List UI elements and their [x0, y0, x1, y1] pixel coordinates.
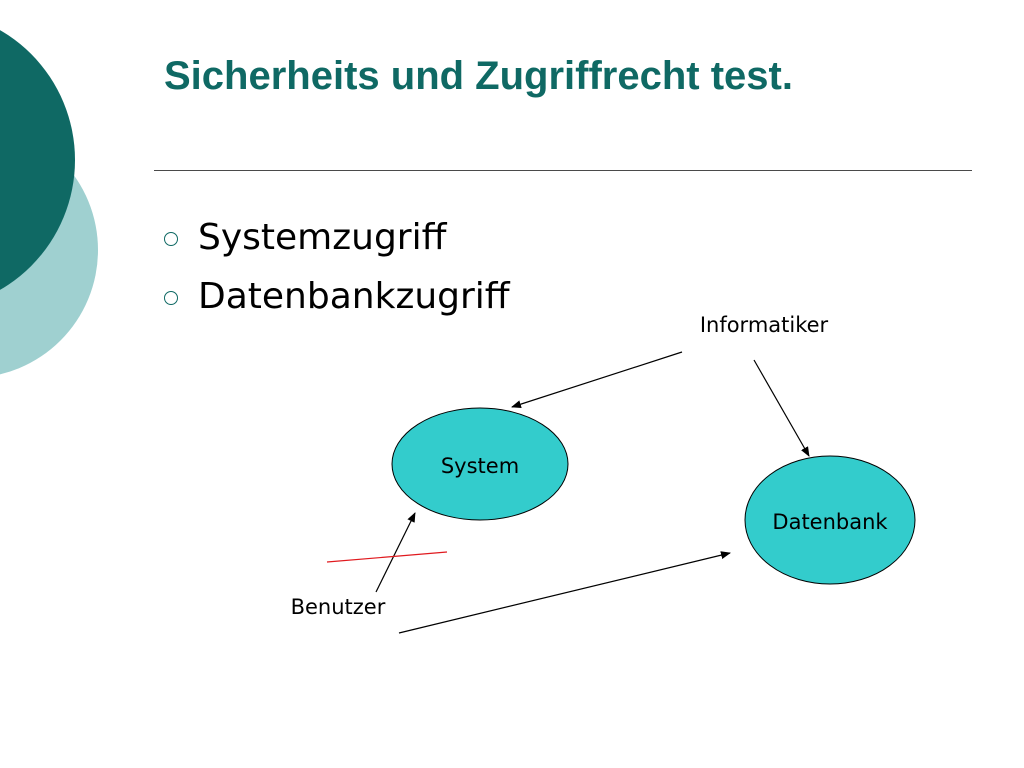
bullet-item: Datenbankzugriff	[164, 267, 510, 326]
title-divider	[154, 170, 972, 171]
bullet-item: Systemzugriff	[164, 208, 510, 267]
bullet-text: Systemzugriff	[198, 217, 447, 258]
edge-informatiker-datenbank	[753, 359, 810, 457]
slide-title: Sicherheits und Zugriffrecht test.	[164, 54, 793, 98]
bullet-list: Systemzugriff Datenbankzugriff	[164, 208, 510, 326]
edge-benutzer-system	[375, 512, 416, 593]
informatiker-label: Informatiker	[700, 313, 829, 337]
datenbank-node	[744, 455, 916, 585]
hollow-circle-bullet-icon	[164, 232, 178, 246]
system-label: System	[441, 454, 519, 478]
datenbank-label: Datenbank	[772, 510, 888, 534]
decor-dark-circle	[0, 30, 75, 290]
blocked-access-strike-mark	[326, 551, 448, 563]
hollow-circle-bullet-icon	[164, 291, 178, 305]
benutzer-label: Benutzer	[291, 595, 386, 619]
system-node	[391, 407, 569, 521]
edge-benutzer-datenbank	[398, 551, 731, 634]
bullet-text: Datenbankzugriff	[198, 276, 510, 317]
edge-informatiker-system	[511, 351, 683, 409]
